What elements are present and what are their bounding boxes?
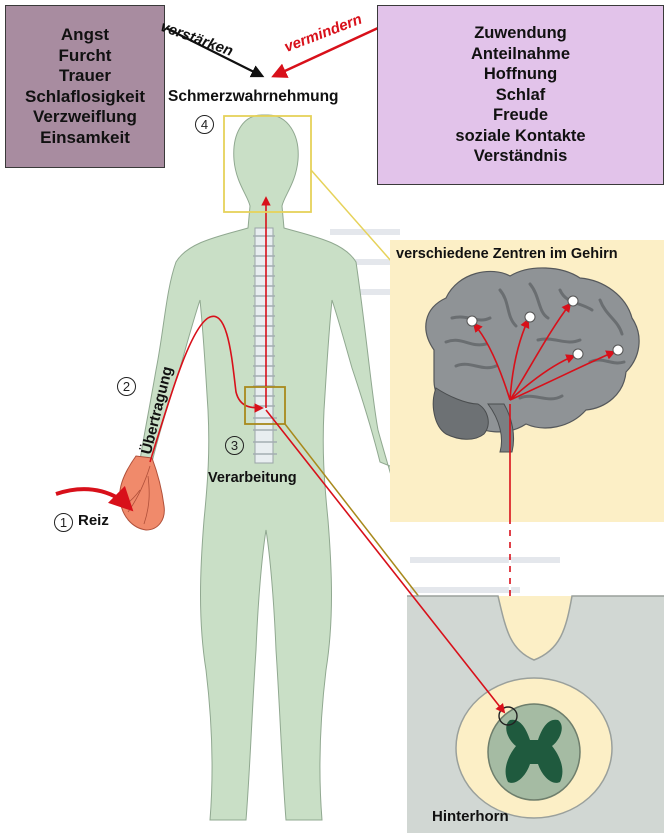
step-number-2: 2 (117, 377, 136, 396)
spinal-cross-section-panel (407, 596, 664, 833)
dorsal-horn-label: Hinterhorn (432, 808, 509, 825)
step-number-3: 3 (225, 436, 244, 455)
positive-factor-3: Hoffnung (484, 64, 557, 85)
brain-panel (390, 240, 664, 522)
spine (253, 228, 277, 463)
positive-factor-7: Verständnis (474, 146, 568, 167)
step-number-1: 1 (54, 513, 73, 532)
positive-factors-box: Zuwendung Anteilnahme Hoffnung Schlaf Fr… (377, 5, 664, 185)
positive-factor-4: Schlaf (496, 85, 546, 106)
processing-label: Verarbeitung (208, 470, 297, 486)
negative-factor-4: Schlaflosigkeit (25, 87, 145, 108)
negative-factor-3: Trauer (59, 66, 111, 87)
step-number-4: 4 (195, 115, 214, 134)
positive-factor-5: Freude (493, 105, 548, 126)
perception-label: Schmerzwahrnehmung (168, 88, 339, 106)
hand-highlight (120, 456, 165, 530)
positive-factor-1: Zuwendung (474, 23, 567, 44)
negative-factor-1: Angst (61, 25, 109, 46)
positive-factor-2: Anteilnahme (471, 44, 570, 65)
brain-centers-label: verschiedene Zentren im Gehirn (396, 246, 618, 262)
negative-factors-box: Angst Furcht Trauer Schlaflosigkeit Verz… (5, 5, 165, 168)
positive-factor-6: soziale Kontakte (455, 126, 585, 147)
stimulus-arrow (56, 489, 130, 508)
stimulus-label: Reiz (78, 512, 109, 529)
body-silhouette (140, 115, 412, 820)
negative-factor-6: Einsamkeit (40, 128, 130, 149)
negative-factor-5: Verzweiflung (33, 107, 137, 128)
negative-factor-2: Furcht (59, 46, 112, 67)
